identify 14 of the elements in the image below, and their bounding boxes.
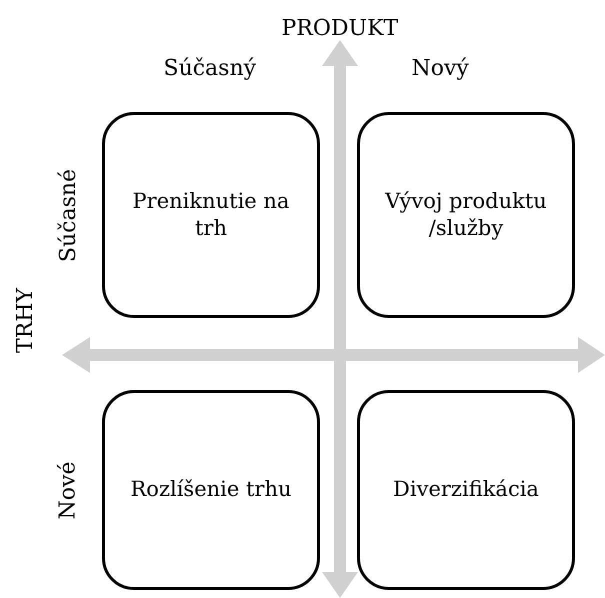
column-header: Nový [412, 56, 469, 80]
strategy-box [357, 390, 575, 590]
axis-title: TRHY [12, 288, 38, 352]
box-text: Diverzifikácia [393, 476, 539, 504]
row-header: Súčasné [56, 168, 81, 262]
strategy-box [102, 390, 320, 590]
axis-title: PRODUKT [282, 16, 398, 40]
row-header: Nové [55, 461, 80, 519]
strategy-box [357, 112, 575, 318]
box-text: Preniknutie na trh [132, 188, 290, 242]
strategy-box [102, 112, 320, 318]
box-text: Vývoj produktu /služby [384, 188, 548, 242]
column-header: Súčasný [164, 56, 256, 80]
box-text: Rozlíšenie trhu [130, 476, 292, 504]
